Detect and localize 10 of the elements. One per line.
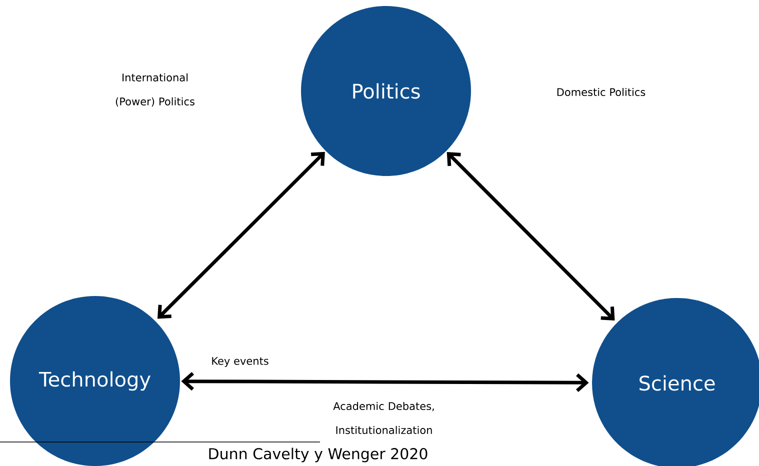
text-label: Dunn Cavelty y Wenger 2020: [209, 448, 428, 462]
circle-node: Politics: [301, 6, 471, 176]
text-label: Key events: [212, 357, 268, 367]
circle-node: Technology: [10, 296, 180, 466]
text-label: Academic Debates, Institutionalization: [333, 402, 434, 434]
double-arrow: [157, 152, 325, 319]
double-arrow: [181, 372, 589, 392]
text-label: International (Power) Politics: [116, 73, 194, 107]
double-arrow: [446, 152, 615, 321]
text-label: Domestic Politics: [557, 88, 646, 96]
